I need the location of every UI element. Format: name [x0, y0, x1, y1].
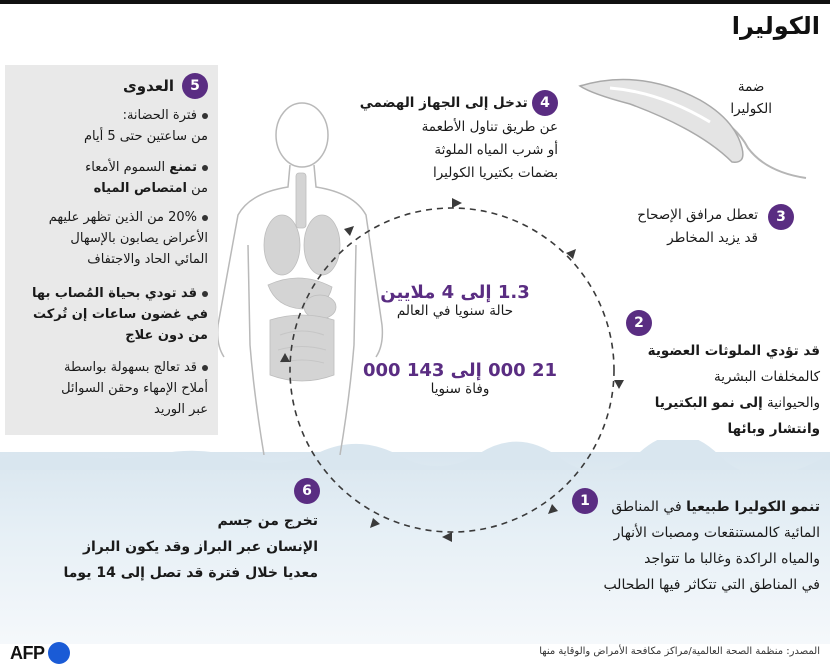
infection-panel-header: 5 العدوى	[123, 73, 208, 99]
fatal-line2: في غضون ساعات إن تُركت	[32, 307, 208, 322]
toxins-bold-text-2: امتصاص المياه	[93, 181, 187, 196]
top-rule	[0, 0, 830, 4]
symptoms-line1: 20% من الذين تظهر عليهم	[48, 210, 197, 225]
infection-item-treatment: قد تعالج بسهولة بواسطة أملاح الإمهاء وحق…	[12, 357, 208, 420]
step-3-line2: قد يزيد المخاطر	[667, 230, 758, 246]
bullet-icon	[202, 112, 208, 119]
step-1: تنمو الكوليرا طبيعيا في المناطق المائية …	[603, 494, 820, 598]
infection-item-fatal: قد تودي بحياة المُصاب بها في غضون ساعات …	[12, 283, 208, 346]
cholera-bacterium-illustration	[578, 78, 807, 179]
deaths-value: 21 000 إلى 143 000	[362, 360, 558, 381]
bullet-icon	[202, 214, 208, 221]
cases-label: حالة سنويا في العالم	[396, 303, 514, 319]
incubation-value: من ساعتين حتى 5 أيام	[83, 129, 208, 144]
fatal-line1: قد تودي بحياة المُصاب بها	[31, 286, 197, 301]
infection-item-incubation: فترة الحضانة: من ساعتين حتى 5 أيام	[12, 105, 208, 147]
step-4-line2: عن طريق تناول الأطعمة	[421, 119, 558, 135]
step-2-number-badge: 2	[626, 310, 652, 336]
step-4: 4 تدخل إلى الجهاز الهضمي عن طريق تناول ا…	[360, 90, 558, 185]
step-6-line3: معديا خلال فترة قد تصل إلى 14 يوما	[63, 565, 319, 581]
afp-logo: AFP	[10, 642, 70, 664]
symptoms-line2: الأعراض يصابون بالإسهال	[70, 231, 208, 246]
fatal-line3: من دون علاج	[125, 328, 208, 343]
afp-logo-dot	[47, 642, 70, 664]
step-1-number-badge: 1	[572, 488, 598, 514]
toxins-text: السموم الأمعاء	[85, 160, 170, 175]
step-3-line1: تعطل مرافق الإصحاح	[637, 207, 758, 223]
bullet-icon	[202, 364, 208, 371]
step-4-line3: أو شرب المياه الملوثة	[434, 142, 558, 158]
step-1-line2: المائية كالمستنقعات ومصبات الأنهار	[613, 525, 820, 541]
water-surface	[0, 440, 830, 470]
infection-item-toxins: تمنع السموم الأمعاء من امتصاص المياه	[12, 157, 208, 199]
treatment-line1: قد تعالج بسهولة بواسطة	[64, 360, 197, 375]
step-1-title: تنمو الكوليرا طبيعيا	[686, 499, 820, 515]
step-1-line4: في المناطق التي تتكاثر فيها الطحالب	[603, 577, 820, 593]
cases-stat: 1.3 إلى 4 ملايين حالة سنويا في العالم	[360, 282, 550, 319]
step-6-line1: تخرج من جسم	[217, 513, 318, 529]
deaths-stat: 21 000 إلى 143 000 وفاة سنويا	[360, 360, 560, 397]
step-6-line2: الإنسان عبر البراز وقد يكون البراز	[82, 539, 318, 555]
toxins-bold-text: تمنع	[169, 160, 197, 175]
symptoms-line3: المائي الحاد والاجتفاف	[87, 252, 208, 267]
step-2-line4: وانتشار وبائها	[727, 421, 820, 437]
step-3-number-badge: 3	[768, 204, 794, 230]
step-1-line3: والمياه الراكدة وغالبا ما تتواجد	[644, 551, 820, 567]
incubation-label: فترة الحضانة:	[122, 108, 197, 123]
step-5-number-badge: 5	[182, 73, 208, 99]
afp-logo-text: AFP	[10, 642, 45, 663]
bullet-icon	[202, 164, 208, 171]
bacterium-label-line2: الكوليرا	[730, 101, 772, 117]
treatment-line2: أملاح الإمهاء وحقن السوائل	[61, 381, 208, 396]
infection-panel-title: العدوى	[123, 77, 174, 95]
infection-panel: 5 العدوى فترة الحضانة: من ساعتين حتى 5 أ…	[5, 65, 218, 435]
step-2-line3-bold: إلى نمو البكتيريا	[654, 395, 763, 411]
step-4-number-badge: 4	[532, 90, 558, 116]
toxins-text-2: من	[187, 181, 208, 196]
cases-value: 1.3 إلى 4 ملايين	[380, 282, 530, 303]
page-title: الكوليرا	[731, 12, 820, 40]
step-2-title: قد تؤدي الملوثات العضوية	[647, 343, 820, 359]
step-2: قد تؤدي الملوثات العضوية كالمخلفات البشر…	[648, 338, 820, 442]
step-4-title: تدخل إلى الجهاز الهضمي	[359, 95, 528, 111]
step-6-number-badge: 6	[294, 478, 320, 504]
step-6: تخرج من جسم الإنسان عبر البراز وقد يكون …	[64, 508, 319, 586]
step-2-line2: كالمخلفات البشرية	[713, 369, 820, 385]
bacterium-label-line1: ضمة	[737, 79, 765, 95]
bacterium-label: ضمة الكوليرا	[730, 76, 772, 120]
step-3: 3 تعطل مرافق الإصحاح قد يزيد المخاطر	[637, 204, 794, 250]
step-2-line3-text: والحيوانية	[762, 395, 820, 411]
step-4-line4: بضمات بكتيريا الكوليرا	[432, 165, 558, 181]
treatment-line3: عبر الوريد	[154, 402, 208, 417]
source-credit: المصدر: منظمة الصحة العالمية/مراكز مكافح…	[539, 646, 820, 657]
step-1-line1-rest: في المناطق	[611, 499, 687, 515]
deaths-label: وفاة سنويا	[430, 381, 490, 397]
infection-item-symptoms: 20% من الذين تظهر عليهم الأعراض يصابون ب…	[12, 207, 208, 270]
bullet-icon	[202, 290, 208, 297]
